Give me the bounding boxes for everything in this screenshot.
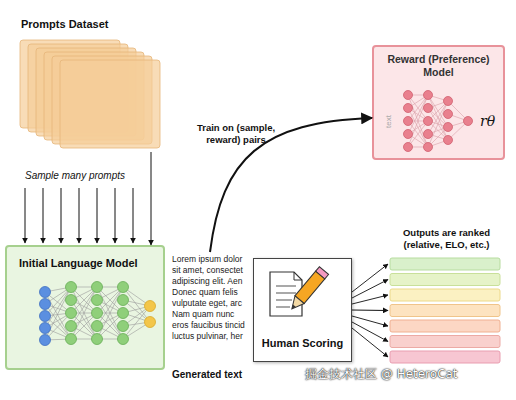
neuron <box>404 143 413 152</box>
node-title: Human Scoring <box>254 337 351 349</box>
neuron <box>66 295 77 306</box>
neuron <box>444 136 453 145</box>
sample-arrow <box>61 188 62 243</box>
pencil-lead <box>290 305 296 311</box>
ranking-arrow <box>352 264 388 292</box>
ranking-arrow <box>352 328 388 357</box>
neuron <box>444 110 453 119</box>
node-title: Initial Language Model <box>19 257 138 269</box>
ranked-bar <box>390 305 500 317</box>
ranking-arrows <box>352 264 388 357</box>
ranking-arrow <box>352 295 388 304</box>
neuron <box>444 97 453 106</box>
neuron <box>118 321 129 332</box>
input-neurons <box>40 287 51 346</box>
neuron <box>92 282 103 293</box>
neuron <box>118 334 129 345</box>
ranked-bar <box>390 274 500 286</box>
generated-text-block: Lorem ipsum dolor sit amet, consectet ad… <box>170 252 250 382</box>
neuron <box>40 311 51 322</box>
connector-arrow <box>151 152 152 245</box>
neuron <box>66 321 77 332</box>
node-heading: Outputs are ranked (relative, ELO, etc.) <box>388 227 505 251</box>
pencil-tip <box>287 296 304 313</box>
neuron <box>118 308 129 319</box>
sample-arrow <box>97 188 98 243</box>
ranked-bar <box>390 258 500 270</box>
neuron <box>66 308 77 319</box>
node-title: Reward (Preference) Model <box>378 53 499 79</box>
neuron <box>404 104 413 113</box>
neuron <box>92 321 103 332</box>
neuron <box>40 287 51 298</box>
prompt-card <box>60 60 160 148</box>
sample-text: Lorem ipsum dolor sit amet, consectet ad… <box>172 254 248 342</box>
neuron <box>145 301 156 312</box>
neuron <box>424 104 433 113</box>
neuron <box>424 143 433 152</box>
watermark: 掘金技术社区 @ HeteroCat <box>305 366 458 383</box>
neuron <box>66 334 77 345</box>
flow-note: Sample many prompts <box>25 170 125 181</box>
node-heading: Prompts Dataset <box>21 18 108 30</box>
prompt-stack <box>20 40 160 148</box>
edge-label: Train on (sample, reward) pairs <box>180 122 292 146</box>
sample-arrow <box>79 188 80 243</box>
sample-arrow <box>25 188 26 243</box>
neuron <box>404 130 413 139</box>
neuron <box>424 117 433 126</box>
neuron <box>404 117 413 126</box>
neuron <box>118 295 129 306</box>
node-caption: Generated text <box>172 369 242 380</box>
ranking-arrow <box>352 280 388 299</box>
ranked-bar <box>390 351 500 363</box>
ranked-bar <box>390 320 500 332</box>
reward-symbol: rθ <box>480 113 495 129</box>
neuron <box>40 299 51 310</box>
ranked-bar <box>390 289 500 301</box>
sample-arrows <box>25 188 133 243</box>
reward-model-box: Reward (Preference) Model text rθ <box>372 45 505 160</box>
neuron <box>92 295 103 306</box>
neuron <box>40 335 51 346</box>
axis-tag: text <box>384 115 393 128</box>
neuron <box>92 308 103 319</box>
model-box: Initial Language Model <box>5 245 165 370</box>
ranked-outputs <box>390 258 500 363</box>
sample-arrow <box>43 188 44 243</box>
sample-arrow <box>133 188 134 243</box>
neuron <box>404 91 413 100</box>
neuron <box>444 123 453 132</box>
neuron <box>92 334 103 345</box>
neuron <box>464 117 473 126</box>
sample-arrow <box>115 188 116 243</box>
neuron <box>424 130 433 139</box>
connector-arrow <box>352 310 388 312</box>
neuron <box>118 282 129 293</box>
hidden-neurons <box>66 282 129 345</box>
neuron <box>424 91 433 100</box>
neuron <box>66 282 77 293</box>
neuron <box>40 323 51 334</box>
neuron <box>145 317 156 328</box>
ranking-arrow <box>352 322 388 342</box>
ranked-bar <box>390 336 500 348</box>
